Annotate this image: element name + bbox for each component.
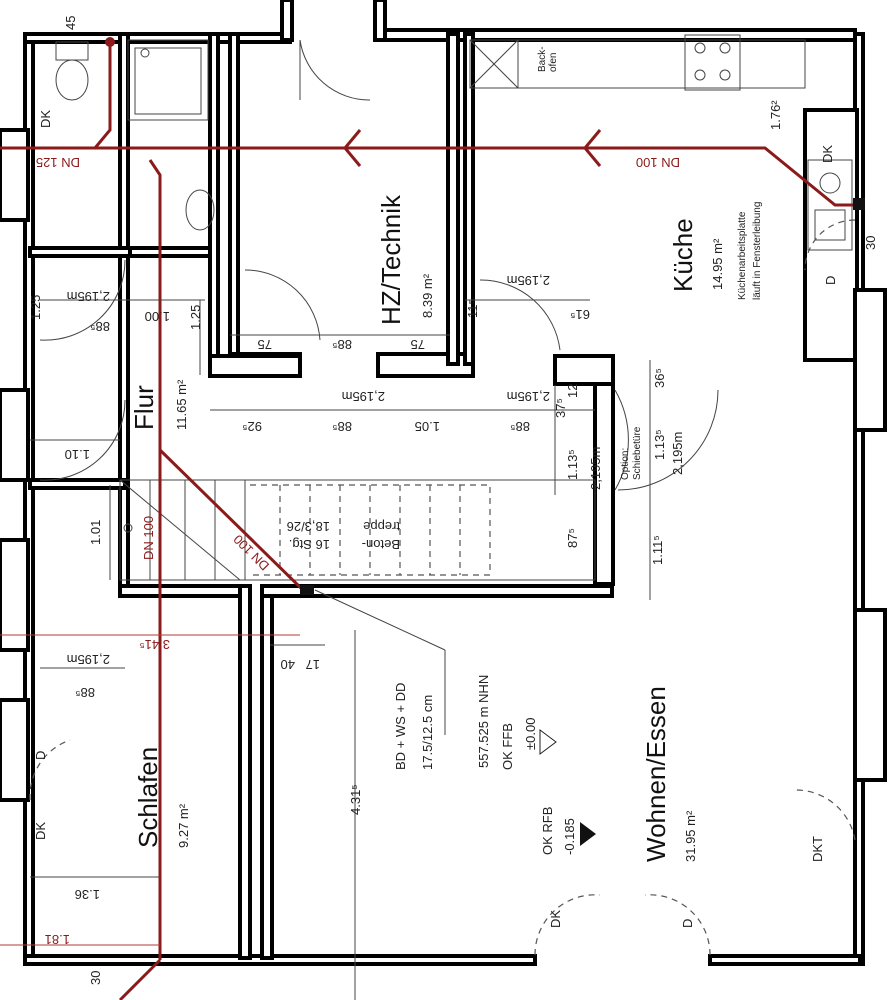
dim-75-b: 75 <box>411 337 425 352</box>
dim-1135-b: 1.13⁵ <box>652 429 667 460</box>
dim-37: 37⁵ <box>553 398 568 418</box>
dim-431: 4.31⁵ <box>348 784 363 815</box>
dim-176: 1.76² <box>768 100 783 130</box>
window-mark-dk-3: DK <box>33 822 48 840</box>
dim-101: 1.01 <box>88 520 103 545</box>
pipe-label-dn125: DN 125 <box>36 155 80 170</box>
washbasin <box>185 189 215 231</box>
dim-88-d: 88⁵ <box>510 419 530 434</box>
room-area-schlafen: 9.27 m² <box>176 803 191 848</box>
dim-88-b: 88⁵ <box>332 337 352 352</box>
dim-40: 40 <box>281 657 295 672</box>
room-label-hz: HZ/Technik <box>376 194 406 325</box>
window-mark-d-3: D <box>680 919 695 928</box>
fixtures: Back-ofen <box>55 34 853 581</box>
dim-45: 45 <box>63 16 78 30</box>
dim-2195-d: 2,195m <box>507 389 550 404</box>
stair-label-3: 16 Stg. <box>289 537 330 552</box>
dim-2195-b: 2,195m <box>507 273 550 288</box>
level-floor-thk: 17.5/12.5 cm <box>420 695 435 770</box>
dim-88-c: 88⁵ <box>332 419 352 434</box>
window-mark-d-2: D <box>33 751 48 760</box>
option-label-2: Schiebetüre <box>632 426 643 480</box>
dim-100: 1.00 <box>145 309 170 324</box>
window-mark-dk-4: DK <box>548 910 563 928</box>
level-marker-ffb <box>539 729 557 755</box>
dim-2195-g: 2,195m <box>670 432 685 475</box>
stair-label-1: Beton- <box>362 537 400 552</box>
dim-115: 11⁵ <box>465 299 480 318</box>
dim-61: 61⁵ <box>570 307 590 322</box>
room-area-flur: 11.65 m² <box>174 379 189 430</box>
dim-181: 1.81 <box>45 932 70 947</box>
stair-label-2: treppe <box>363 519 400 534</box>
backofen-label: Back-ofen <box>537 46 559 72</box>
dim-125: 1.25 <box>188 305 203 330</box>
level-okffb: OK FFB <box>500 723 515 770</box>
pipe-label-dn100-top: DN 100 <box>636 155 680 170</box>
dim-17: 17 <box>306 657 320 672</box>
walls <box>0 0 887 966</box>
dim-88-a: 88⁵ <box>90 319 110 334</box>
room-label-wohnen: Wohnen/Essen <box>641 686 671 862</box>
room-label-schlafen: Schlafen <box>133 747 163 848</box>
kueche-note-1: Küchenarbeitsplatte <box>737 211 748 300</box>
dim-136: 1.36 <box>75 887 100 902</box>
level-nhn: 557.525 m NHN <box>476 675 491 768</box>
window-mark-dk-2: DK <box>820 145 835 163</box>
shower-tray <box>127 39 209 121</box>
dim-2195-c: 2,195m <box>342 389 385 404</box>
dim-75-a: 75 <box>258 337 272 352</box>
option-label-1: Option: <box>620 448 631 480</box>
dim-2195-e: 2,195m <box>67 652 110 667</box>
room-label-flur: Flur <box>129 385 159 430</box>
stove-icon <box>684 34 741 91</box>
dim-12: 12 <box>565 384 580 398</box>
dim-2195-a: 2,195m <box>67 289 110 304</box>
room-area-wohnen: 31.95 m² <box>683 810 698 862</box>
pipe-label-dn100-vert: DN 100 <box>141 516 156 560</box>
level-ffb-val: ±0.00 <box>523 718 538 750</box>
dim-1135-a: 1.13⁵ <box>565 449 580 480</box>
dimension-lines <box>30 299 651 1000</box>
dim-105: 1.05 <box>415 419 440 434</box>
dim-87: 87⁵ <box>565 528 580 548</box>
room-area-hz: 8.39 m² <box>420 273 435 318</box>
dim-3415: 3.41⁵ <box>139 637 170 652</box>
waste-pipes <box>0 37 865 1000</box>
dim-30-b: 30 <box>88 971 103 985</box>
dim-110: 1.10 <box>65 447 90 462</box>
level-rfb-val: -0.185 <box>562 818 577 855</box>
stair-label-4: 18,3/26 <box>287 519 330 534</box>
dim-125-b: 1.25 <box>28 295 43 320</box>
kueche-note-2: läuft in Fensterleibung <box>752 202 763 300</box>
dim-111: 1.11⁵ <box>650 535 665 565</box>
doors <box>29 39 856 956</box>
dim-2195-f: 2,195m <box>588 447 603 490</box>
level-marker-rfb <box>580 822 596 846</box>
window-mark-d-1: D <box>823 276 838 285</box>
room-area-kueche: 14.95 m² <box>710 238 725 290</box>
window-mark-dkt: DKT <box>810 836 825 862</box>
level-floor-spec: BD + WS + DD <box>393 683 408 770</box>
dim-92: 92⁵ <box>242 419 262 434</box>
toilet <box>55 59 89 101</box>
room-label-kueche: Küche <box>668 218 698 292</box>
dim-36: 36⁵ <box>652 368 667 388</box>
level-okrfb: OK RFB <box>540 807 555 855</box>
window-mark-dk-1: DK <box>38 110 53 128</box>
staircase <box>119 479 596 581</box>
dim-30-a: 30 <box>863 236 878 250</box>
dim-88-e: 88⁵ <box>75 685 95 700</box>
